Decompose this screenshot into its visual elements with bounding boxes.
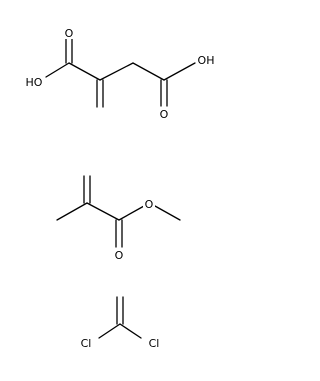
atom-cl2-label: Cl	[149, 337, 160, 350]
bond-c1-c2	[68, 62, 101, 81]
atom-o3: OH	[196, 53, 216, 67]
bond-c2-c3	[99, 62, 134, 81]
atom-o6: O	[143, 197, 155, 211]
bond-c-cl1	[98, 323, 121, 339]
atom-o5-label: O	[115, 249, 124, 262]
atom-cl2: Cl	[144, 336, 164, 350]
molecule-vinylidene-chloride: Cl Cl	[76, 296, 164, 350]
atom-o4: O	[158, 107, 170, 121]
atom-o2: HO	[24, 75, 44, 89]
bond-c2-c3	[86, 202, 120, 221]
molecule-itaconic-acid: O HO OH O	[24, 26, 216, 121]
bond-c1-oh-left	[45, 62, 70, 78]
structure-diagram: O HO OH O O O	[24, 26, 216, 350]
molecule-methyl-methacrylate: O O	[56, 175, 181, 262]
atom-cl1: Cl	[76, 336, 96, 350]
bond-c3-c4	[132, 62, 165, 81]
atom-o3-label: OH	[198, 54, 215, 67]
atom-o1: O	[63, 26, 75, 40]
atom-o2-label: HO	[26, 76, 43, 89]
atom-cl1-label: Cl	[81, 337, 92, 350]
bond-c-cl2	[119, 323, 142, 339]
bond-c2-methyl	[56, 202, 88, 221]
bond-c4-oh-right	[163, 62, 196, 81]
atom-o4-label: O	[160, 108, 169, 121]
bond-c3-o6	[118, 205, 145, 221]
bond-o6-methyl	[154, 205, 181, 221]
atom-o6-label: O	[145, 198, 154, 211]
atom-o1-label: O	[65, 27, 74, 40]
atom-o5: O	[113, 248, 125, 262]
